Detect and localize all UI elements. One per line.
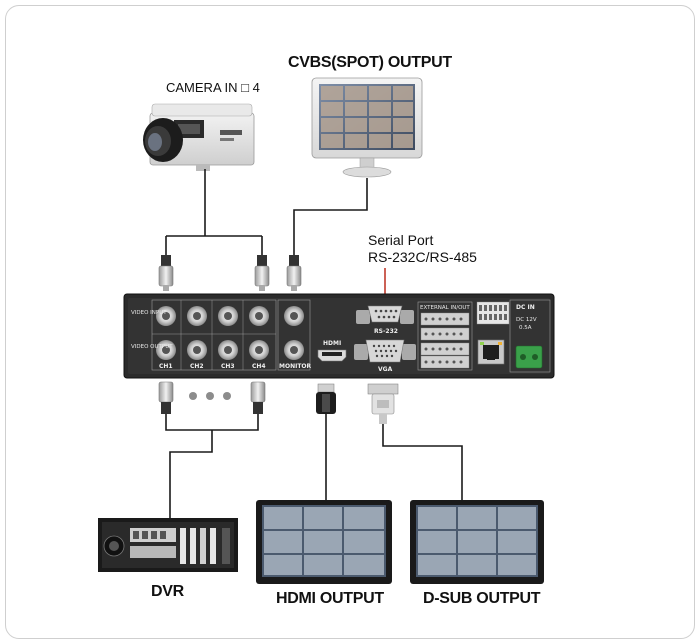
ethernet-port-icon	[477, 339, 505, 365]
panel-external-io-label: EXTERNAL IN/OUT	[420, 305, 470, 311]
bnc-plug-icon	[250, 381, 266, 414]
panel-dc-spec1-label: DC 12V	[516, 317, 537, 323]
panel-dc-spec2-label: 0.5A	[519, 325, 532, 331]
panel-monitor-label: MONITOR	[279, 363, 312, 370]
vga-port-icon	[354, 339, 416, 363]
panel-video-output-label: VIDEO OUTPUT	[131, 344, 173, 350]
bnc-plug-icon	[286, 255, 302, 291]
hdmi-plug-icon	[316, 383, 336, 414]
power-terminal-icon	[515, 345, 543, 369]
terminal-block-icon	[420, 312, 470, 369]
bnc-plug-icon	[158, 255, 174, 291]
hdmi-monitor-icon	[256, 500, 392, 584]
bnc-plug-icon	[254, 255, 270, 291]
panel-ch3-label: CH3	[221, 363, 235, 370]
panel-dc-in-label: DC IN	[516, 304, 535, 311]
camera-icon	[143, 103, 255, 171]
panel-ch2-label: CH2	[190, 363, 204, 370]
panel-rs232-label: RS-232	[374, 328, 398, 335]
panel-video-input-label: VIDEO INPUT	[131, 310, 167, 316]
panel-vga-label: VGA	[378, 366, 393, 373]
monitor-icon	[311, 77, 423, 178]
hdmi-port-icon	[317, 349, 347, 362]
bnc-plug-icon	[158, 381, 174, 414]
serial-port-label: Serial Port	[368, 232, 434, 248]
dvr-rear-panel: VIDEO INPUT VIDEO OUTPUT CH1 CH2 CH3 CH4…	[123, 293, 555, 379]
vga-plug-icon	[367, 383, 399, 424]
serial-port-icon	[356, 305, 414, 324]
dvr-label: DVR	[151, 583, 184, 600]
cvbs-output-label: CVBS(SPOT) OUTPUT	[288, 54, 452, 71]
dsub-output-label: D-SUB OUTPUT	[423, 590, 541, 607]
bnc-port-icon	[156, 306, 304, 360]
dip-switch-icon	[476, 301, 510, 325]
hdmi-output-label: HDMI OUTPUT	[276, 590, 384, 607]
dvr-computer-icon	[98, 518, 238, 572]
panel-ch1-label: CH1	[159, 363, 173, 370]
panel-ch4-label: CH4	[252, 363, 266, 370]
camera-in-label: CAMERA IN □ 4	[166, 80, 260, 95]
dsub-monitor-icon	[410, 500, 544, 584]
panel-hdmi-label: HDMI	[323, 340, 341, 347]
ellipsis-dots-icon	[189, 392, 231, 400]
serial-port-spec-label: RS-232C/RS-485	[368, 249, 477, 265]
